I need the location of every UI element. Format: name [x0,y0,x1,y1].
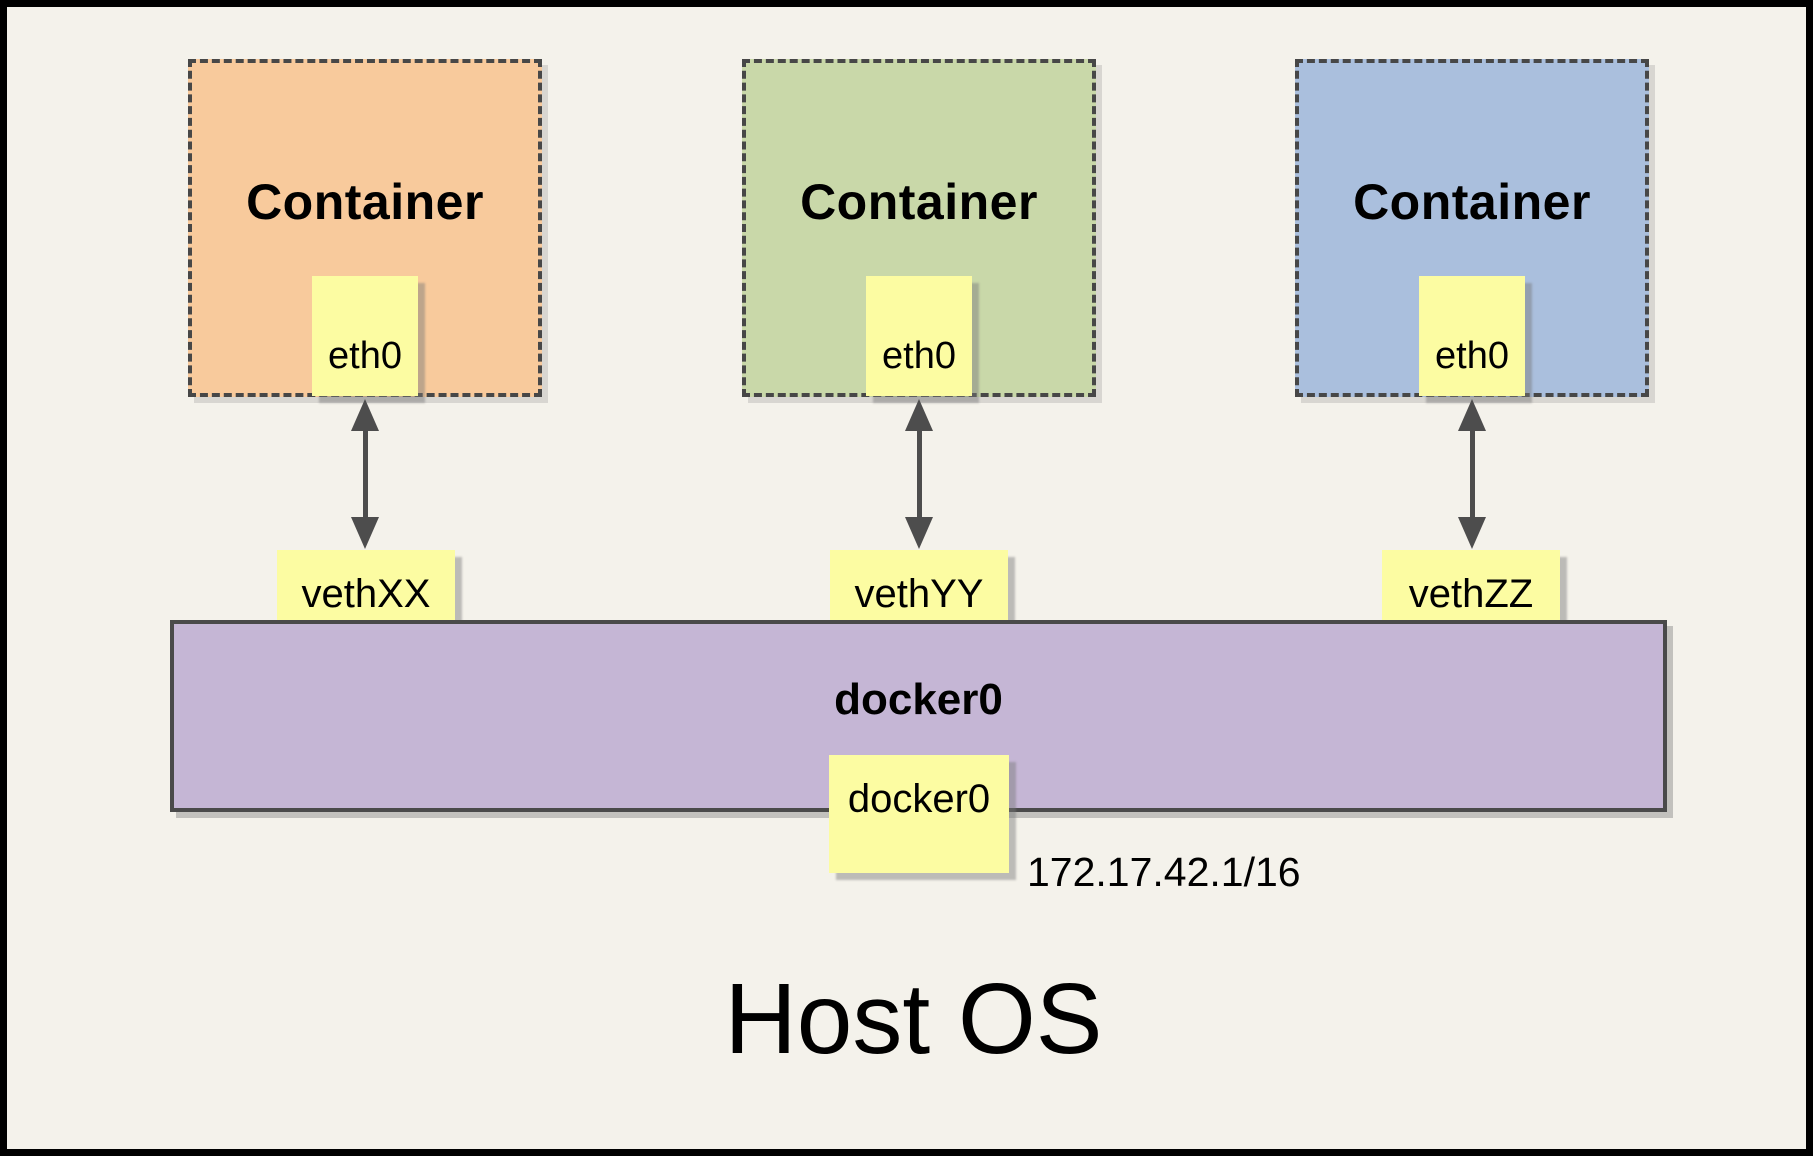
docker0-interface-label: docker0 [847,777,991,821]
eth0-box-3: eth0 [1419,276,1525,396]
arrow-down-head-icon [1458,517,1486,549]
arrow-shaft [362,431,368,517]
arrow-down-head-icon [905,517,933,549]
host-os-label: Host OS [724,963,1103,1075]
docker0-bridge-label: docker0 [834,675,1003,724]
arrow-up-head-icon [905,399,933,431]
eth0-label: eth0 [882,335,956,377]
veth-arrow-2 [905,399,933,549]
eth0-label: eth0 [1435,335,1509,377]
veth-arrow-1 [351,399,379,549]
arrow-up-head-icon [1458,399,1486,431]
arrow-down-head-icon [351,517,379,549]
eth0-box-2: eth0 [866,276,972,396]
arrow-up-head-icon [351,399,379,431]
eth0-box-1: eth0 [312,276,418,396]
arrow-shaft [1469,431,1475,517]
container-label: Container [246,174,484,230]
veth-label: vethXX [301,572,431,616]
veth-label: vethYY [854,572,984,616]
docker0-interface-box: docker0 [829,755,1009,873]
veth-arrow-3 [1458,399,1486,549]
eth0-label: eth0 [328,335,402,377]
veth-label: vethZZ [1408,572,1534,616]
container-label: Container [800,174,1038,230]
container-label: Container [1353,174,1591,230]
container-box-2: Container [742,59,1096,397]
arrow-shaft [916,431,922,517]
docker0-ip-address: 172.17.42.1/16 [1027,849,1301,895]
